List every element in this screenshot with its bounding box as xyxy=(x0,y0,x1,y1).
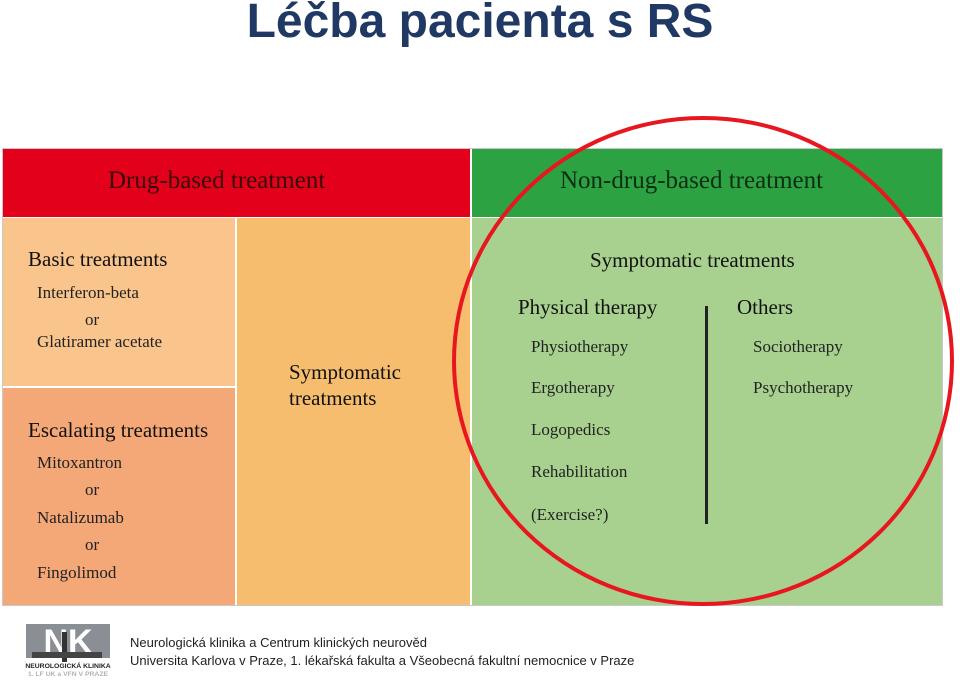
escalating-item: Natalizumab xyxy=(37,508,124,527)
escalating-treatments-cell: Escalating treatments Mitoxantron or Nat… xyxy=(3,388,235,605)
basic-item: Interferon-beta xyxy=(37,283,139,302)
symptomatic-drug-label-2: treatments xyxy=(289,386,377,410)
basic-title: Basic treatments xyxy=(28,247,168,271)
symptomatic-drug-label-1: Symptomatic xyxy=(289,360,401,384)
footer-line-2: Universita Karlova v Praze, 1. lékařská … xyxy=(130,653,635,668)
logo-line2: 1. LF UK a VFN V PRAZE xyxy=(28,671,109,678)
escalating-item: or xyxy=(85,535,100,554)
slide-title: Léčba pacienta s RS xyxy=(246,0,714,48)
drug-header-label: Drug-based treatment xyxy=(108,167,326,194)
escalating-item: Fingolimod xyxy=(37,563,117,582)
symptomatic-drug-cell: Symptomatic treatments xyxy=(237,218,470,605)
escalating-item: Mitoxantron xyxy=(37,453,122,472)
basic-item: or xyxy=(85,310,100,329)
basic-item: Glatiramer acetate xyxy=(37,332,163,351)
drug-header-cell: Drug-based treatment xyxy=(3,149,470,217)
footer-line-1: Neurologická klinika a Centrum klinickýc… xyxy=(130,635,427,650)
basic-treatments-cell: Basic treatments Interferon-beta or Glat… xyxy=(3,218,235,386)
escalating-item: or xyxy=(85,480,100,499)
escalating-title: Escalating treatments xyxy=(28,418,209,442)
highlight-circle xyxy=(452,116,954,606)
logo-line1: NEUROLOGICKÁ KLINIKA xyxy=(25,661,110,670)
nk-logo-icon: NK NEUROLOGICKÁ KLINIKA 1. LF UK a VFN V… xyxy=(25,623,110,678)
